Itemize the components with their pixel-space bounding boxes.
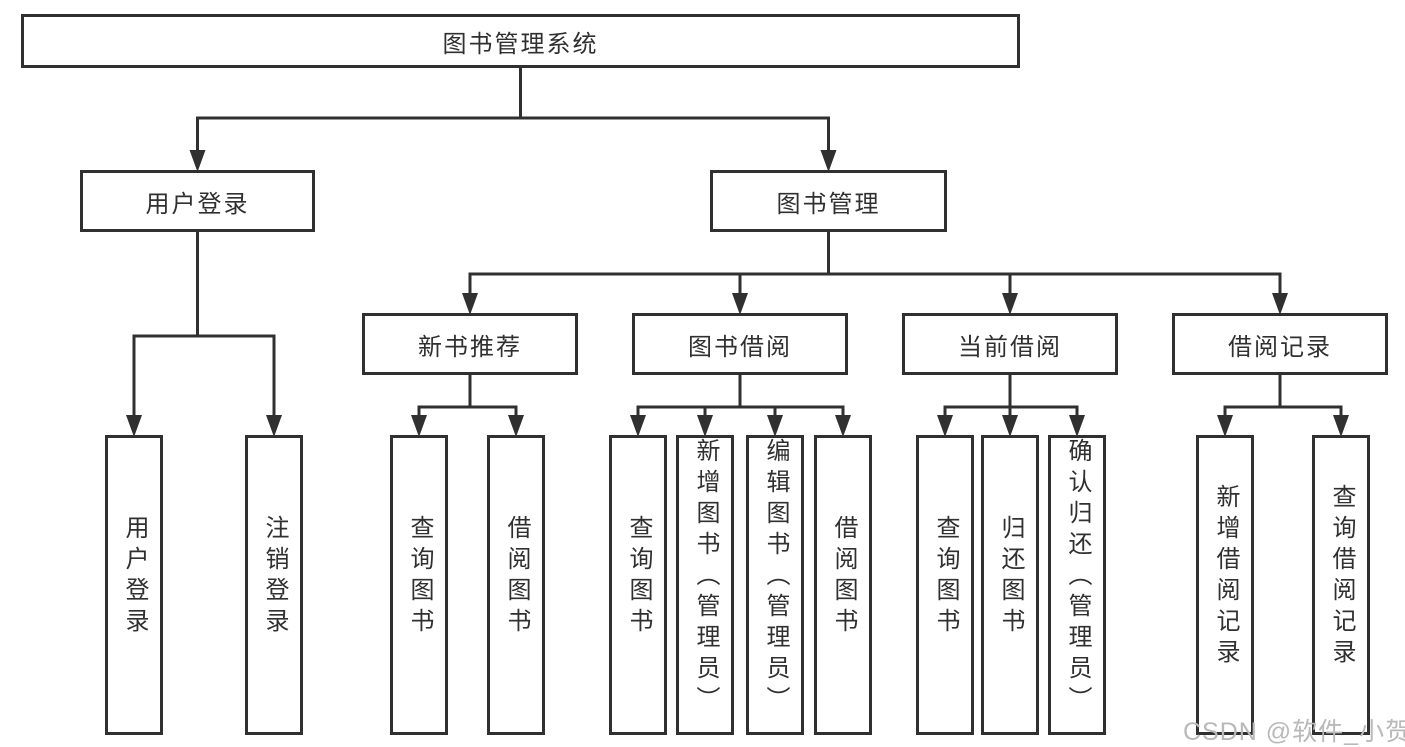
node-leaf-query-books-current: 查询图书: [916, 435, 974, 735]
node-leaf-query-books-rec: 查询图书: [390, 435, 448, 735]
arrowhead-icon: [767, 415, 783, 437]
node-label: 查询借阅记录: [1328, 484, 1355, 670]
node-label: 查询图书: [406, 515, 433, 639]
arrowhead-icon: [732, 293, 748, 315]
arrowhead-icon: [1069, 415, 1085, 437]
node-label: 查询图书: [625, 515, 652, 639]
connector-current-borrow: [937, 375, 1085, 437]
node-label: 新增借阅记录: [1212, 484, 1239, 670]
arrowhead-icon: [126, 415, 142, 437]
node-current-borrow: 当前借阅: [902, 313, 1118, 375]
node-label: 图书管理: [776, 190, 881, 218]
node-leaf-user-login: 用户登录: [105, 435, 163, 735]
node-label: 当前借阅: [958, 333, 1062, 361]
arrowhead-icon: [1217, 415, 1233, 437]
node-label: 借阅记录: [1228, 333, 1332, 361]
watermark: CSDN @软件_小贺同学: [1183, 718, 1405, 746]
node-leaf-logout: 注销登录: [245, 435, 303, 735]
node-book-mgmt: 图书管理: [710, 170, 947, 232]
arrowhead-icon: [1002, 293, 1018, 315]
connector-borrow-records: [1217, 375, 1349, 437]
node-book-borrow: 图书借阅: [632, 313, 848, 375]
node-user-login: 用户登录: [80, 170, 315, 232]
node-label: 确认归还（管理员）: [1064, 437, 1091, 717]
arrowhead-icon: [697, 415, 713, 437]
node-label: 借阅图书: [503, 515, 530, 639]
node-leaf-query-borrow-record: 查询借阅记录: [1312, 435, 1370, 735]
node-leaf-add-book: 新增图书（管理员）: [676, 435, 734, 735]
arrowhead-icon: [411, 415, 427, 437]
node-label: 注销登录: [261, 515, 288, 639]
arrowhead-icon: [1272, 293, 1288, 315]
node-label: 查询图书: [932, 515, 959, 639]
node-leaf-confirm-return: 确认归还（管理员）: [1048, 435, 1106, 735]
arrowhead-icon: [1002, 415, 1018, 437]
node-label: 归还图书: [997, 515, 1024, 639]
node-label: 新增图书（管理员）: [692, 437, 719, 717]
connector-new-book-rec: [411, 375, 524, 437]
node-leaf-return-book: 归还图书: [981, 435, 1039, 735]
node-leaf-borrow-books-borrow: 借阅图书: [814, 435, 872, 735]
arrowhead-icon: [508, 415, 524, 437]
connector-user-login: [126, 232, 282, 437]
arrowhead-icon: [820, 150, 837, 172]
arrowhead-icon: [835, 415, 851, 437]
node-leaf-borrow-books-rec: 借阅图书: [487, 435, 545, 735]
node-label: 图书借阅: [688, 333, 792, 361]
arrowhead-icon: [462, 293, 478, 315]
node-label: 图书管理系统: [442, 30, 599, 58]
arrowhead-icon: [630, 415, 646, 437]
arrowhead-icon: [937, 415, 953, 437]
arrowhead-icon: [189, 150, 206, 172]
connector-book-borrow: [630, 375, 851, 437]
node-root: 图书管理系统: [21, 14, 1020, 68]
connector-root: [189, 68, 837, 172]
node-label: 借阅图书: [830, 515, 857, 639]
arrowhead-icon: [1333, 415, 1349, 437]
node-label: 用户登录: [121, 515, 148, 639]
connector-book-mgmt: [462, 232, 1288, 315]
node-leaf-query-books-borrow: 查询图书: [609, 435, 667, 735]
arrowhead-icon: [266, 415, 282, 437]
node-leaf-add-borrow-record: 新增借阅记录: [1196, 435, 1254, 735]
node-label: 新书推荐: [418, 333, 522, 361]
node-leaf-edit-book: 编辑图书（管理员）: [746, 435, 804, 735]
node-borrow-records: 借阅记录: [1172, 313, 1388, 375]
node-label: 用户登录: [145, 190, 250, 218]
node-new-book-rec: 新书推荐: [362, 313, 578, 375]
node-label: 编辑图书（管理员）: [762, 437, 789, 717]
